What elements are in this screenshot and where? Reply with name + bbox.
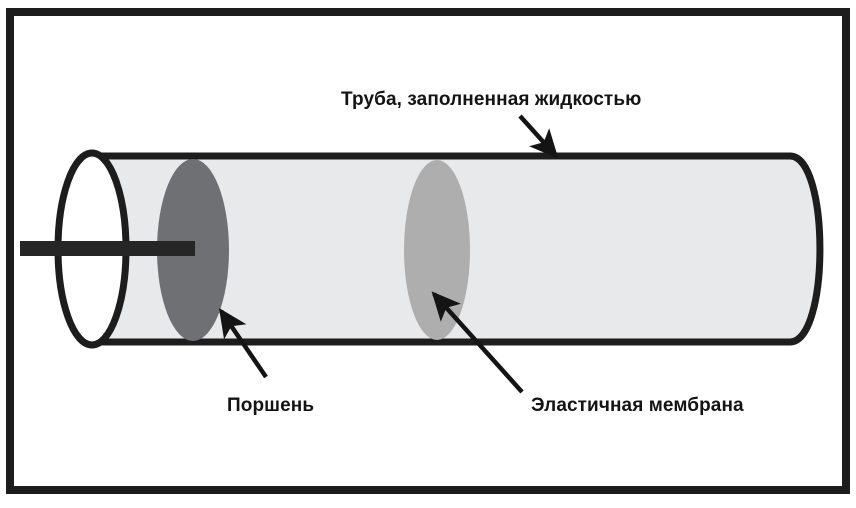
membrane-arrow — [431, 291, 524, 394]
tube-label: Труба, заполненная жидкостью — [341, 89, 641, 110]
elastic-membrane-shape — [404, 160, 470, 340]
tube-arrow — [518, 114, 559, 159]
piston-label: Поршень — [227, 395, 314, 416]
piston-rod — [20, 241, 195, 256]
membrane-label: Эластичная мембрана — [531, 395, 744, 416]
tube-right-cap — [786, 152, 824, 346]
piston-arrow — [218, 308, 268, 379]
figure-border — [6, 8, 850, 494]
